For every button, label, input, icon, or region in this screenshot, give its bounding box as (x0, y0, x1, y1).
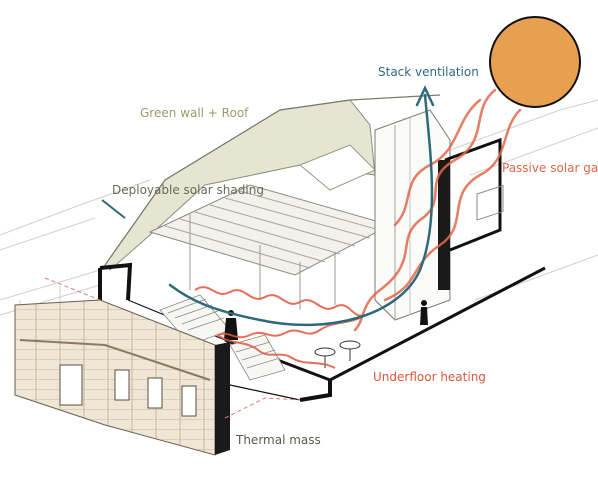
heritage-facade (14, 299, 230, 456)
label-stack-ventilation: Stack ventilation (378, 65, 479, 79)
label-deployable-solar-shading: Deployable solar shading (112, 183, 264, 197)
ventilation-stack (374, 109, 504, 321)
label-green-wall-roof: Green wall + Roof (140, 106, 249, 120)
label-underfloor-heating: Underfloor heating (373, 370, 486, 384)
shading-leader (101, 199, 126, 219)
underfloor-heating-coil (194, 286, 366, 369)
deployable-solar-shading (148, 184, 392, 310)
thermal-mass-leader (224, 397, 301, 419)
stack-ventilation-arrow (168, 85, 435, 327)
facade-leader (44, 277, 101, 301)
roof-outline (104, 94, 441, 266)
label-passive-solar-gain: Passive solar gain (502, 161, 598, 175)
label-thermal-mass: Thermal mass (235, 433, 321, 447)
stairs (159, 294, 286, 381)
sun-icon (489, 16, 581, 108)
furniture (314, 340, 361, 368)
